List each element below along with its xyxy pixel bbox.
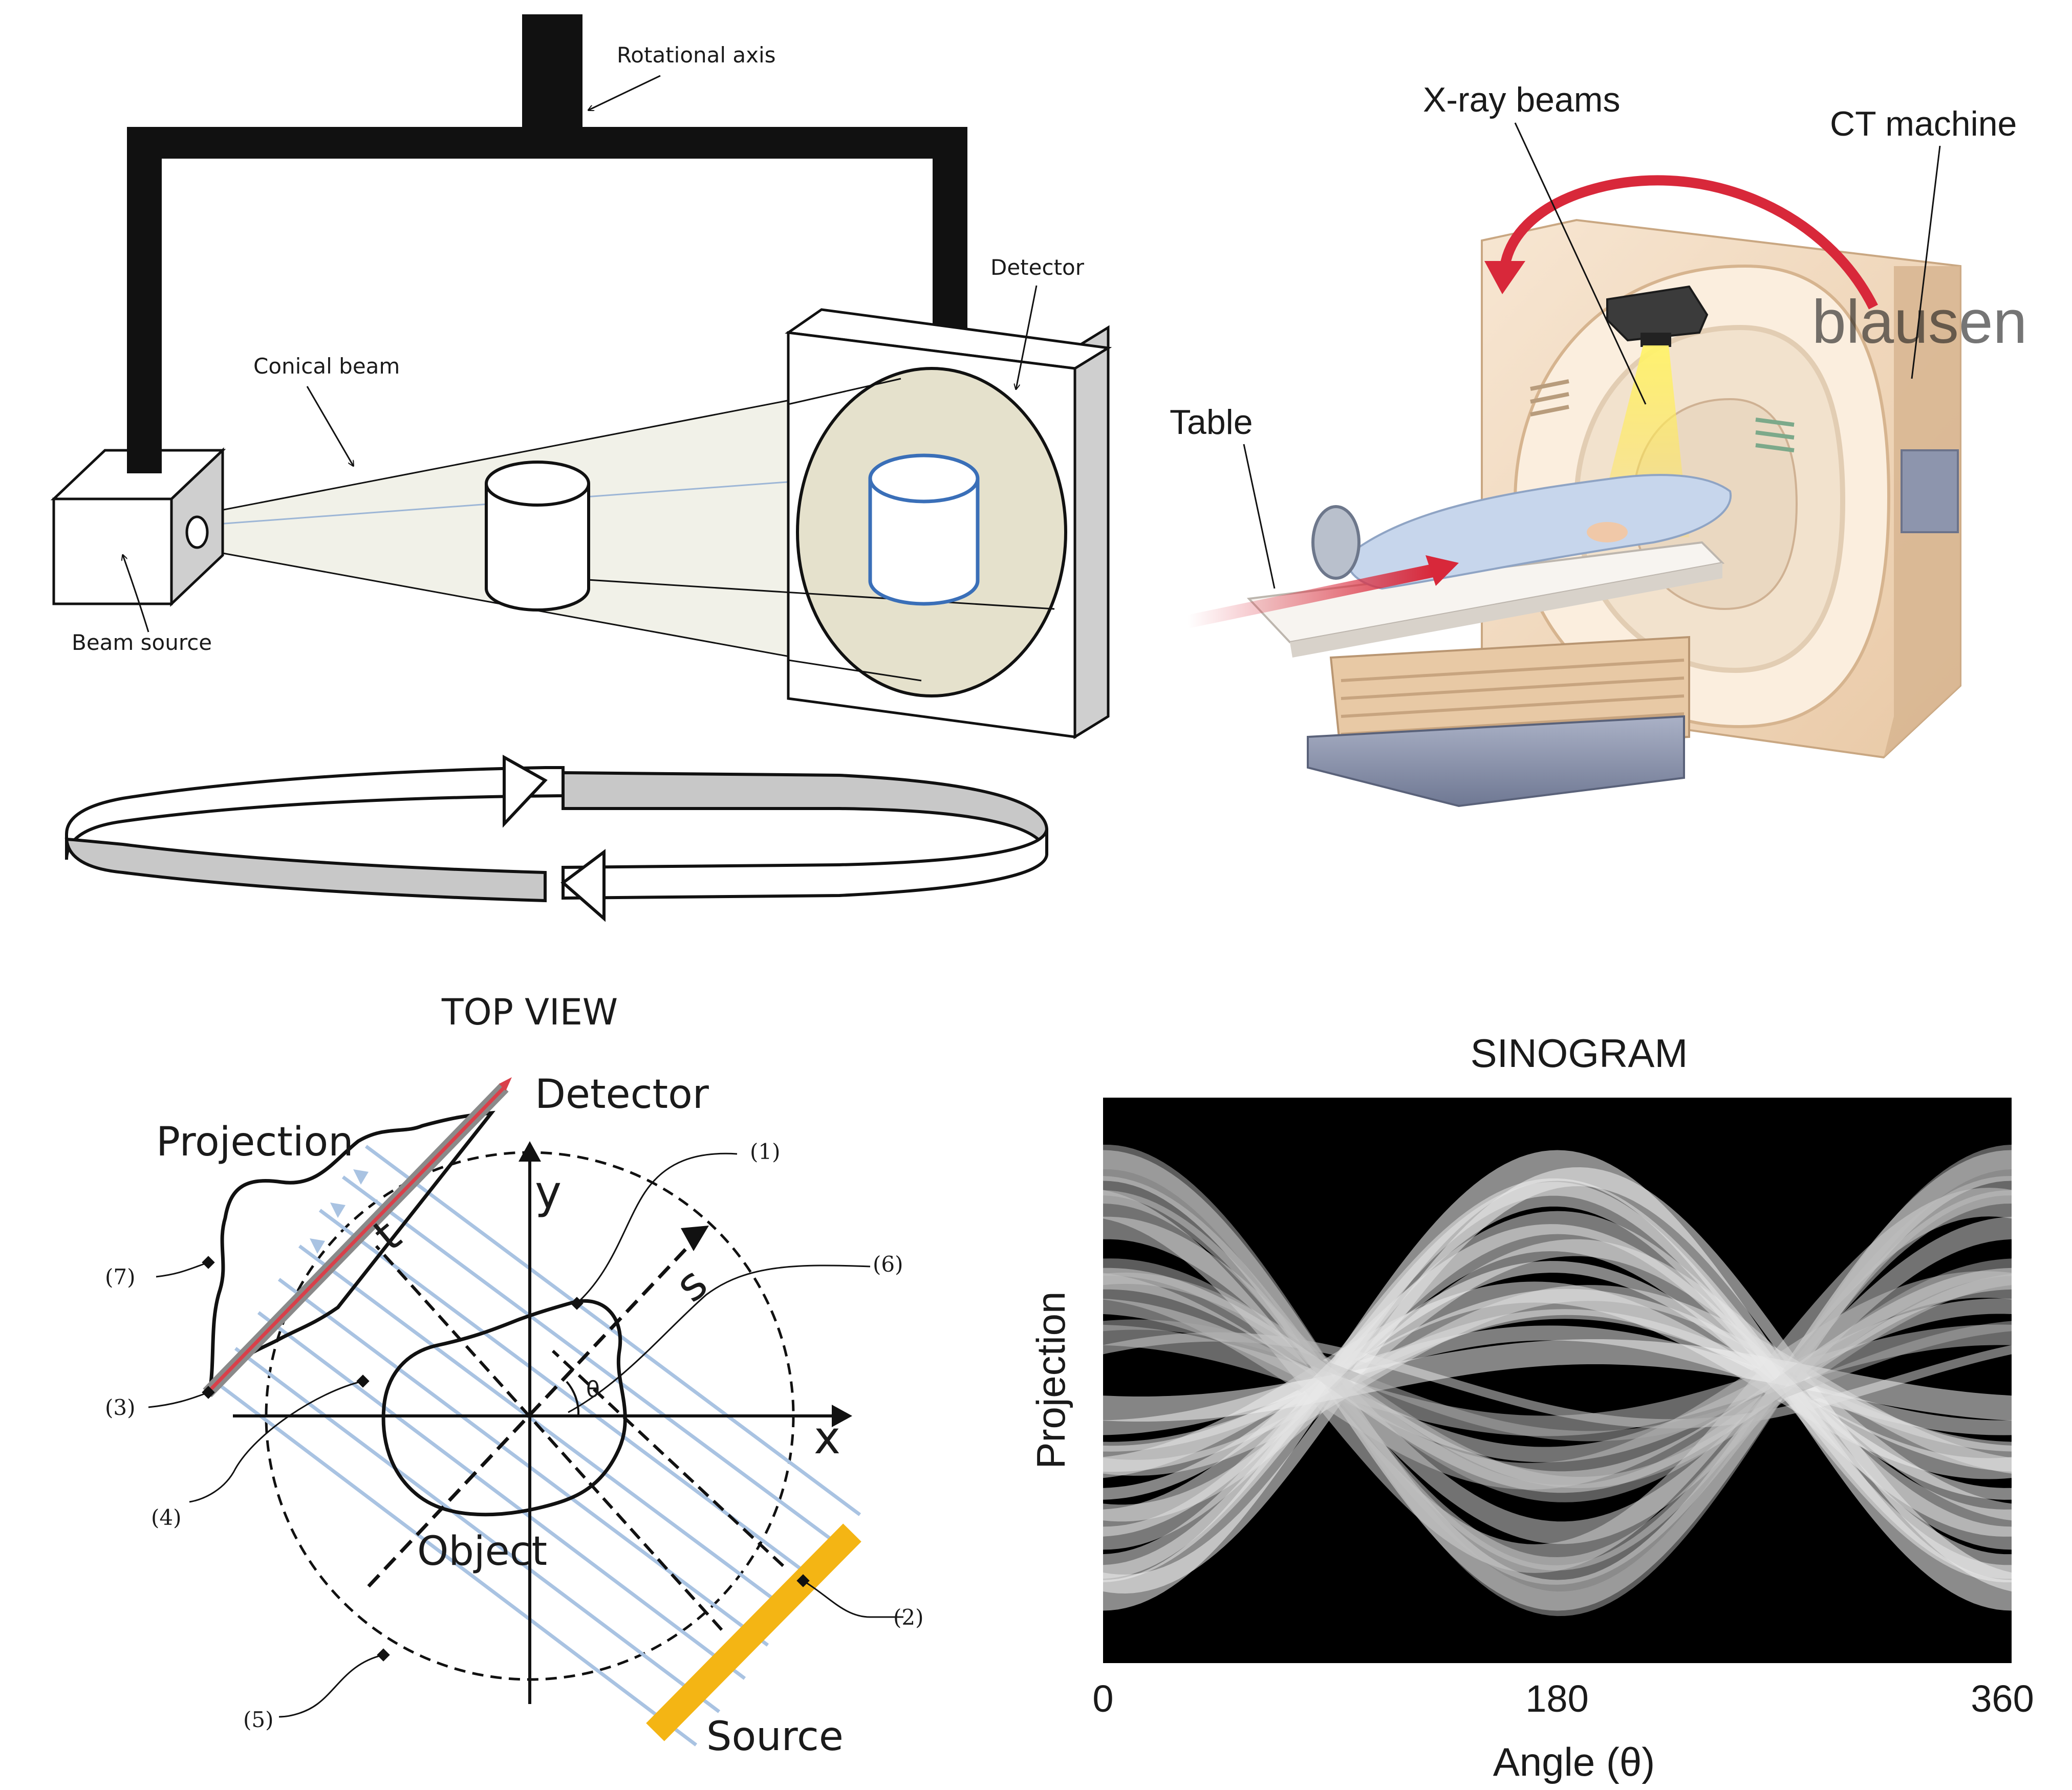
pointer-table	[1243, 444, 1276, 589]
pointer-ct-machine	[1911, 145, 1941, 379]
theta-arc	[566, 1381, 580, 1416]
projected-cylinder	[868, 453, 980, 606]
label-beam-source: Beam source	[72, 630, 212, 655]
panel-top-view: TOP VIEW	[105, 991, 924, 1760]
panel-ct-machine-illustration: blausen X-ray beams CT machine Table	[1170, 80, 2027, 807]
label-source: Source	[706, 1714, 844, 1760]
marker-label-4: (4)	[151, 1505, 182, 1530]
marker-label-1: (1)	[750, 1139, 781, 1164]
projection-curve	[207, 1110, 495, 1396]
label-theta: θ	[586, 1377, 600, 1403]
sinogram-band	[1103, 1144, 2012, 1617]
object-outline	[381, 1299, 627, 1517]
label-detector: Detector	[990, 255, 1085, 280]
label-rotational-axis: Rotational axis	[617, 42, 776, 68]
parallel-rays	[213, 1145, 861, 1747]
object-cylinder	[485, 461, 590, 612]
pointer-detector	[1016, 285, 1038, 389]
label-table: Table	[1170, 403, 1253, 442]
sinogram-band	[1103, 1285, 2012, 1476]
sinogram-bands	[1103, 1144, 2012, 1617]
rotation-ring	[64, 754, 1048, 922]
gantry-arm-right	[933, 127, 967, 342]
marker-label-3: (3)	[105, 1395, 136, 1420]
dashed-ray-2	[551, 1349, 785, 1567]
gantry-arm-left	[127, 127, 162, 475]
top-view-title: TOP VIEW	[441, 991, 618, 1033]
dashed-ray-1	[375, 1245, 723, 1631]
gantry-vents-right	[1755, 418, 1795, 452]
table-motion-arrow	[1186, 564, 1435, 628]
panel-cone-beam-diagram: Rotational axis Detector Conical beam Be…	[50, 14, 1112, 922]
s-axis	[367, 1242, 693, 1588]
ray-arrowheads	[310, 1169, 369, 1254]
detector-side-face	[1073, 325, 1110, 739]
label-axis-x: x	[814, 1411, 840, 1464]
table-base	[1307, 715, 1685, 807]
label-detector-top: Detector	[535, 1072, 709, 1118]
pointer-beam-source	[123, 555, 149, 632]
pointer-xray-beams	[1514, 122, 1647, 405]
pointer-rotational-axis	[589, 75, 661, 110]
sinogram-band	[1103, 1258, 2012, 1502]
label-axis-y: y	[535, 1166, 562, 1218]
marker-label-2: (2)	[893, 1605, 924, 1630]
label-ct-machine: CT machine	[1830, 104, 2017, 143]
sinogram-band	[1103, 1182, 2012, 1579]
sinogram-band	[1103, 1325, 2012, 1435]
label-xray-beams: X-ray beams	[1423, 80, 1620, 119]
marker-label-5: (5)	[243, 1707, 274, 1732]
gantry-arm-top	[127, 127, 967, 159]
watermark-blausen: blausen	[1812, 288, 2027, 356]
sinogram-xtick-180: 180	[1525, 1677, 1588, 1720]
label-axis-t: t	[363, 1209, 411, 1261]
gantry-vents-left	[1530, 379, 1569, 417]
sinogram-band	[1103, 1268, 2012, 1493]
rotational-axis-bar	[522, 14, 582, 137]
label-axis-s: s	[665, 1257, 717, 1312]
sinogram-xlabel: Angle (θ)	[1493, 1739, 1655, 1784]
label-projection: Projection	[156, 1119, 354, 1165]
beam-aperture	[185, 515, 209, 549]
sinogram-xtick-0: 0	[1092, 1677, 1113, 1720]
panel-sinogram: SINOGRAM Projection 0 180 360 Angle (θ)	[1028, 1031, 2034, 1784]
marker-label-7: (7)	[105, 1264, 136, 1290]
source-bar	[646, 1523, 861, 1741]
pointer-conical-beam	[306, 386, 353, 466]
label-object: Object	[417, 1529, 547, 1575]
patient-head-support	[1311, 505, 1361, 580]
marker-label-6: (6)	[873, 1252, 903, 1277]
sinogram-band	[1103, 1211, 2012, 1550]
sinogram-band	[1103, 1176, 2012, 1585]
sinogram-title: SINOGRAM	[1471, 1031, 1688, 1076]
patient-hand	[1587, 522, 1628, 542]
sinogram-xtick-360: 360	[1971, 1677, 2034, 1720]
marker-leaders	[148, 1152, 903, 1718]
table-pedestal-ribs	[1341, 659, 1685, 736]
rotation-arrow	[1500, 175, 1878, 310]
beam-source-front	[52, 497, 173, 605]
label-conical-beam: Conical beam	[253, 354, 400, 379]
gantry-panel-right	[1901, 449, 1959, 533]
sinogram-band	[1103, 1298, 2012, 1462]
sinogram-band	[1103, 1224, 2012, 1537]
sinogram-band	[1103, 1281, 2012, 1479]
sinogram-ylabel: Projection	[1028, 1292, 1073, 1469]
sinogram-band	[1103, 1261, 2012, 1500]
